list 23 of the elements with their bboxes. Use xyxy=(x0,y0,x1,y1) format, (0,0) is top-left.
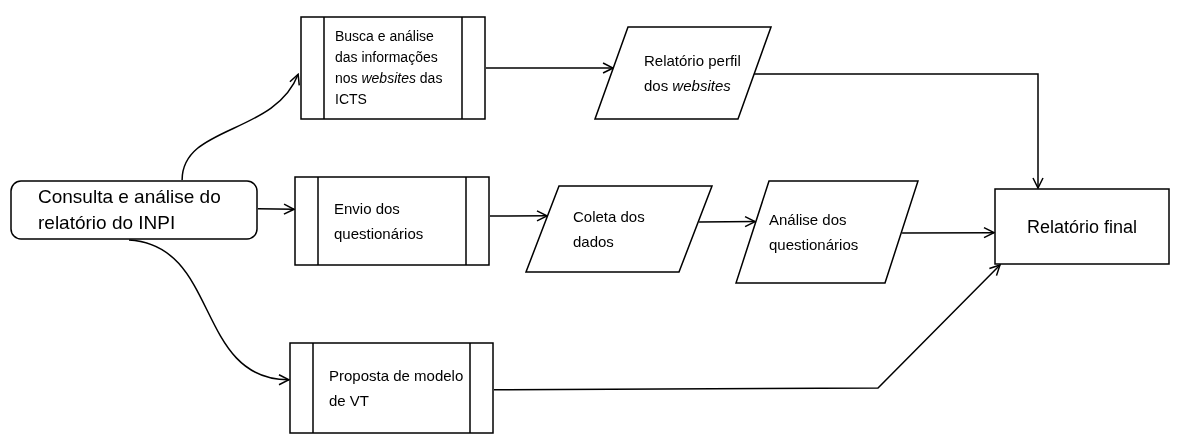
arrow xyxy=(181,73,299,181)
data-parallelogram xyxy=(594,26,772,120)
node-text: Relatório final xyxy=(1026,215,1138,239)
start-box xyxy=(10,180,258,240)
process-box xyxy=(294,176,490,266)
arrow xyxy=(257,203,295,215)
arrow xyxy=(489,210,548,222)
output-box xyxy=(994,188,1170,265)
node-text: Busca e análise das informações nos websites das ICTS xyxy=(335,27,444,109)
process-box xyxy=(289,342,494,434)
arrow xyxy=(901,226,995,239)
node-text: Envio dos questionários xyxy=(334,199,425,244)
node-text: Consulta e análise do relatório do INPI xyxy=(38,185,222,235)
node-text: Coleta dos dados xyxy=(573,207,646,252)
data-parallelogram xyxy=(735,180,919,284)
process-box xyxy=(300,16,486,120)
data-parallelogram xyxy=(525,185,713,273)
node-text: Proposta de modelo de VT xyxy=(329,366,464,411)
arrow xyxy=(485,62,614,74)
node-text: Análise dos questionários xyxy=(769,210,860,255)
arrow xyxy=(493,264,1001,391)
arrow xyxy=(698,215,756,228)
node-text: Relatório perfil dos websites xyxy=(644,51,742,96)
